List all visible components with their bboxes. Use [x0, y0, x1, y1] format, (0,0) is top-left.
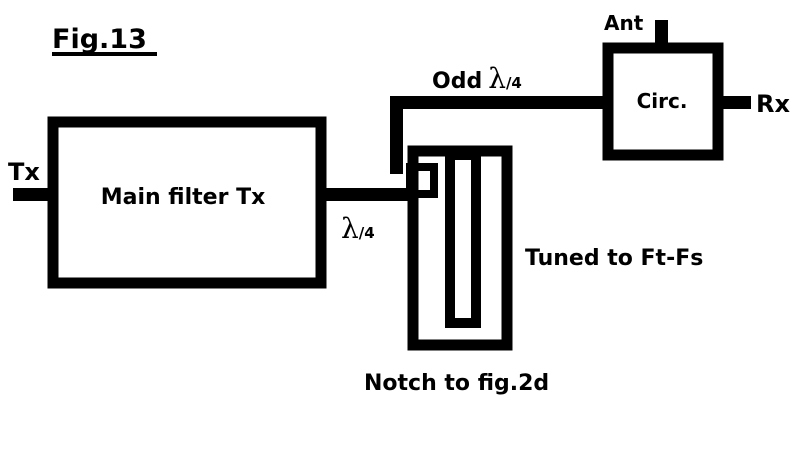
- rx-label: Rx: [756, 90, 790, 118]
- odd-line-horizontal: [390, 96, 608, 109]
- quarter-wave-label: λ/4: [341, 212, 375, 245]
- figure-title: Fig.13: [52, 24, 147, 55]
- antenna-line: [655, 20, 668, 50]
- tx-label: Tx: [8, 158, 40, 186]
- antenna-label: Ant: [604, 11, 644, 35]
- title-underline: [52, 52, 157, 56]
- tuned-label: Tuned to Ft-Fs: [525, 246, 703, 271]
- main-filter-block: [47, 116, 327, 289]
- rx-output-line: [722, 96, 751, 109]
- notch-resonator-rod: [445, 150, 481, 328]
- notch-label: Notch to fig.2d: [364, 371, 549, 396]
- notch-resonator-outer: [407, 145, 513, 351]
- quarter-wave-line: [326, 188, 410, 201]
- tx-input-line: [13, 188, 50, 201]
- coupling-loop: [406, 163, 438, 198]
- circulator-label: Circ.: [637, 89, 688, 113]
- odd-line-vertical: [390, 96, 403, 174]
- main-filter-label: Main filter Tx: [101, 185, 266, 210]
